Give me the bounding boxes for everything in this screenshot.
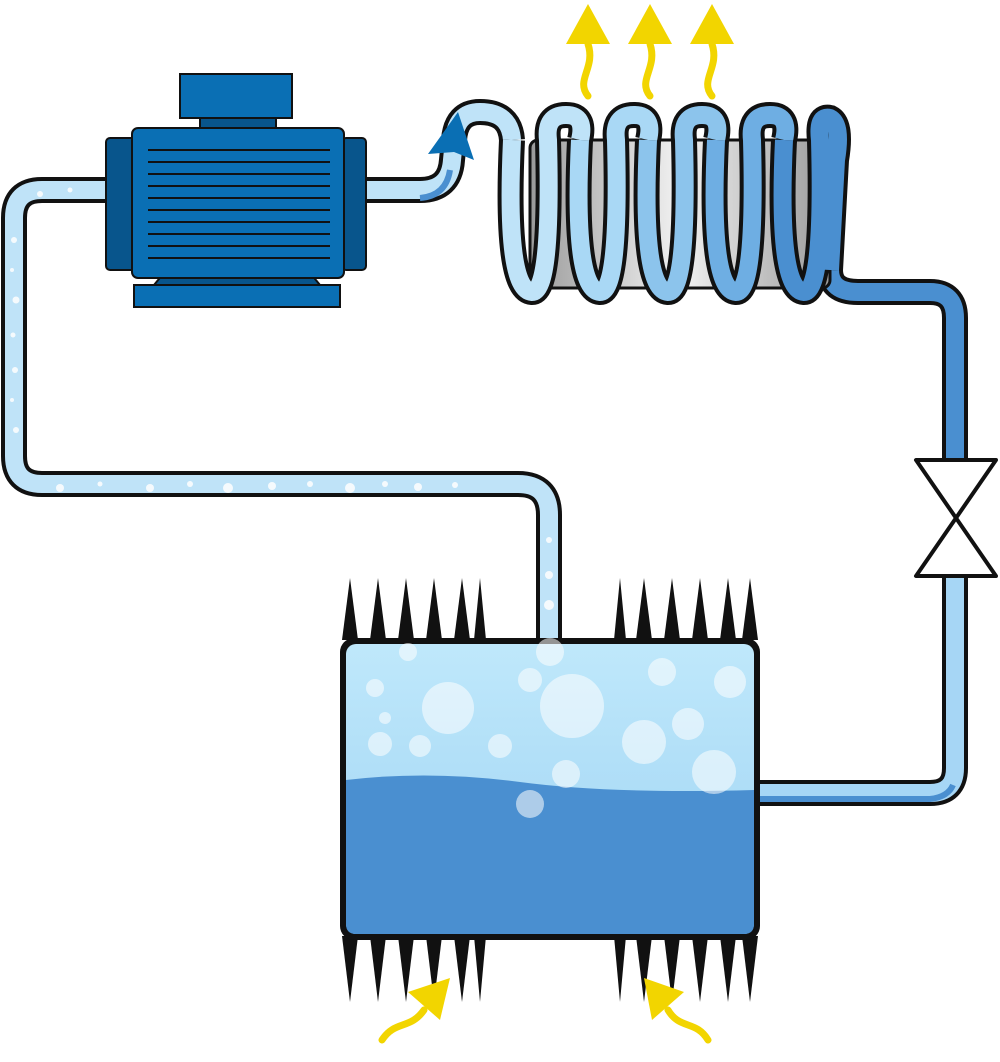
compressor-motor-icon — [105, 73, 367, 308]
motor-base — [133, 284, 341, 308]
discharge-line — [366, 98, 525, 203]
evaporator-tank — [340, 638, 760, 940]
heat-release-arrow-icon — [690, 4, 734, 100]
heat-absorb-arrow-icon — [644, 978, 712, 1044]
motor-endcap-right — [341, 137, 367, 271]
tank-liquid — [346, 775, 754, 934]
heat-release-arrow-icon — [566, 4, 610, 100]
suction-line-bubbles — [10, 187, 554, 610]
condenser-coil — [497, 101, 851, 306]
motor-terminal-box — [179, 73, 293, 119]
motor-housing — [131, 127, 345, 279]
tank-vapor-bubbles — [366, 638, 746, 818]
heat-absorb-arrow-icon — [378, 978, 450, 1044]
heat-absorb-arrows — [378, 978, 712, 1044]
liquid-line — [760, 268, 968, 806]
suction-line — [1, 177, 562, 640]
evaporator-fins — [342, 578, 758, 1002]
flow-direction-arrow-icon — [428, 112, 474, 160]
heat-release-arrow-icon — [628, 4, 672, 100]
heat-release-arrows — [566, 4, 734, 100]
condenser-coil-loops — [497, 101, 851, 306]
expansion-valve-icon — [914, 458, 998, 578]
motor-cooling-ribs — [148, 149, 330, 259]
